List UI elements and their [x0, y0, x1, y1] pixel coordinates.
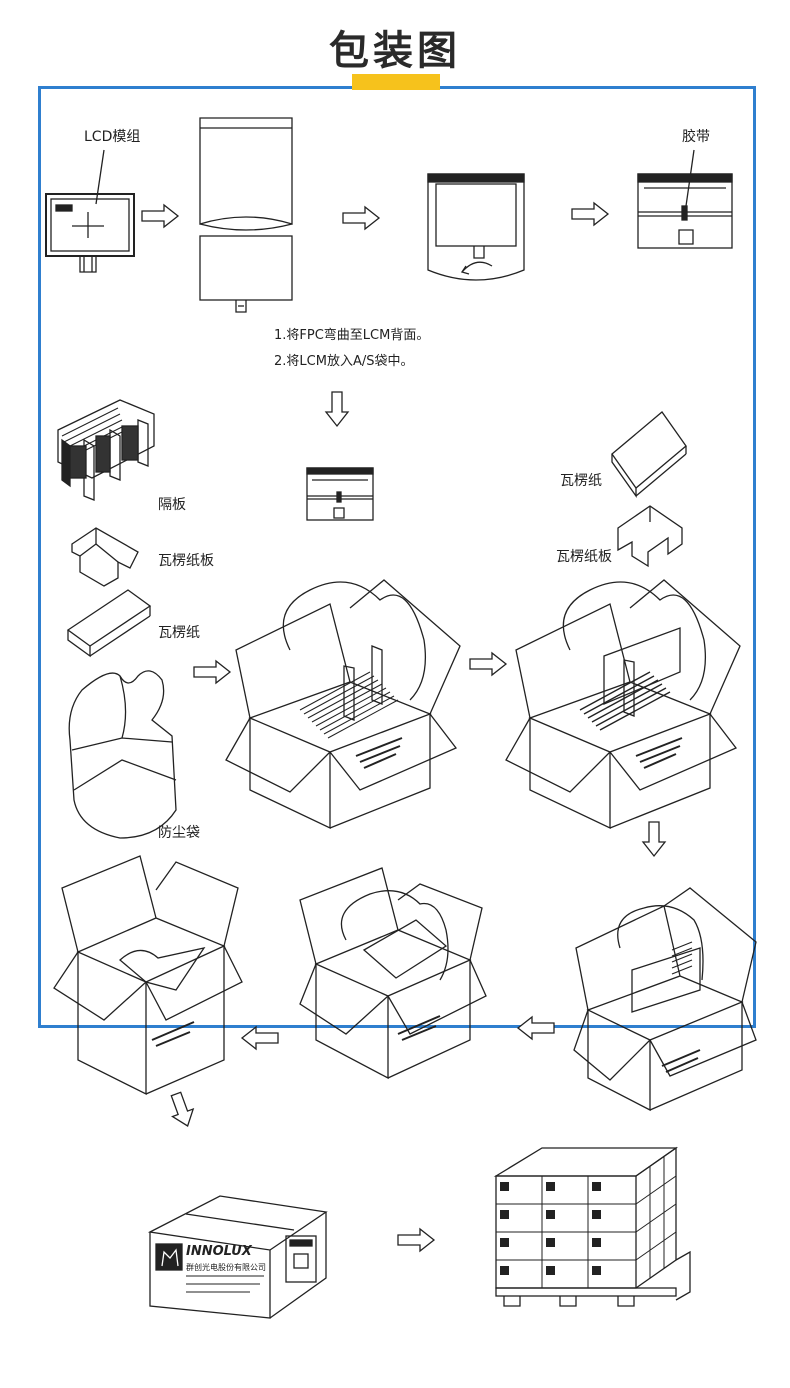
open-box-drawing [53, 855, 243, 1096]
label-dust-bag: 防尘袋 [158, 825, 200, 841]
note-step-2: 2.将LCM放入A/S袋中。 [274, 354, 414, 369]
bagged-lcm-small-drawing [306, 467, 374, 521]
title-underline-gap [352, 84, 440, 90]
corrugated-paper-right-drawing [611, 411, 687, 499]
corrugated-board-left-drawing [71, 527, 139, 587]
label-corrugated-paper-left: 瓦楞纸 [158, 625, 200, 641]
lcd-module-drawing [45, 149, 135, 273]
arrow-down-3 [165, 1089, 199, 1131]
label-lcd-module: LCD模组 [84, 129, 141, 145]
label-tape: 胶带 [682, 129, 710, 145]
arrow-down-2 [642, 821, 666, 857]
arrow-right-3 [571, 202, 609, 226]
divider-rack-drawing [57, 399, 155, 501]
pallet-stack-drawing [493, 1146, 691, 1307]
bagged-lcm-drawing [427, 173, 525, 281]
as-bag-drawing [199, 117, 293, 313]
page-title: 包装图 [329, 28, 461, 74]
taped-bag-drawing [637, 149, 733, 249]
label-divider: 隔板 [158, 497, 186, 513]
arrow-right-1 [141, 204, 179, 228]
box-with-cover-drawing [573, 887, 757, 1112]
arrow-down-1 [325, 391, 349, 427]
dust-bag-drawing [68, 670, 177, 839]
brand-logo-text: INNOLUX [186, 1244, 252, 1259]
arrow-right-6 [397, 1228, 435, 1252]
brand-company-name: 群创光电股份有限公司 [186, 1263, 266, 1272]
box-with-rack-drawing [225, 579, 461, 830]
box-with-dust-bag-drawing [299, 867, 487, 1080]
arrow-right-2 [342, 206, 380, 230]
arrow-left-1 [517, 1016, 555, 1040]
label-corrugated-board-right: 瓦楞纸板 [556, 549, 612, 565]
note-step-1: 1.将FPC弯曲至LCM背面。 [274, 328, 430, 343]
corrugated-board-right-drawing [617, 505, 683, 568]
arrow-right-4 [193, 660, 231, 684]
box-with-boards-drawing [505, 579, 741, 830]
arrow-left-2 [241, 1026, 279, 1050]
label-corrugated-board-left: 瓦楞纸板 [158, 553, 214, 569]
arrow-right-5 [469, 652, 507, 676]
label-corrugated-paper-right: 瓦楞纸 [560, 473, 602, 489]
sealed-box-drawing [147, 1195, 328, 1319]
corrugated-paper-left-drawing [66, 589, 152, 658]
